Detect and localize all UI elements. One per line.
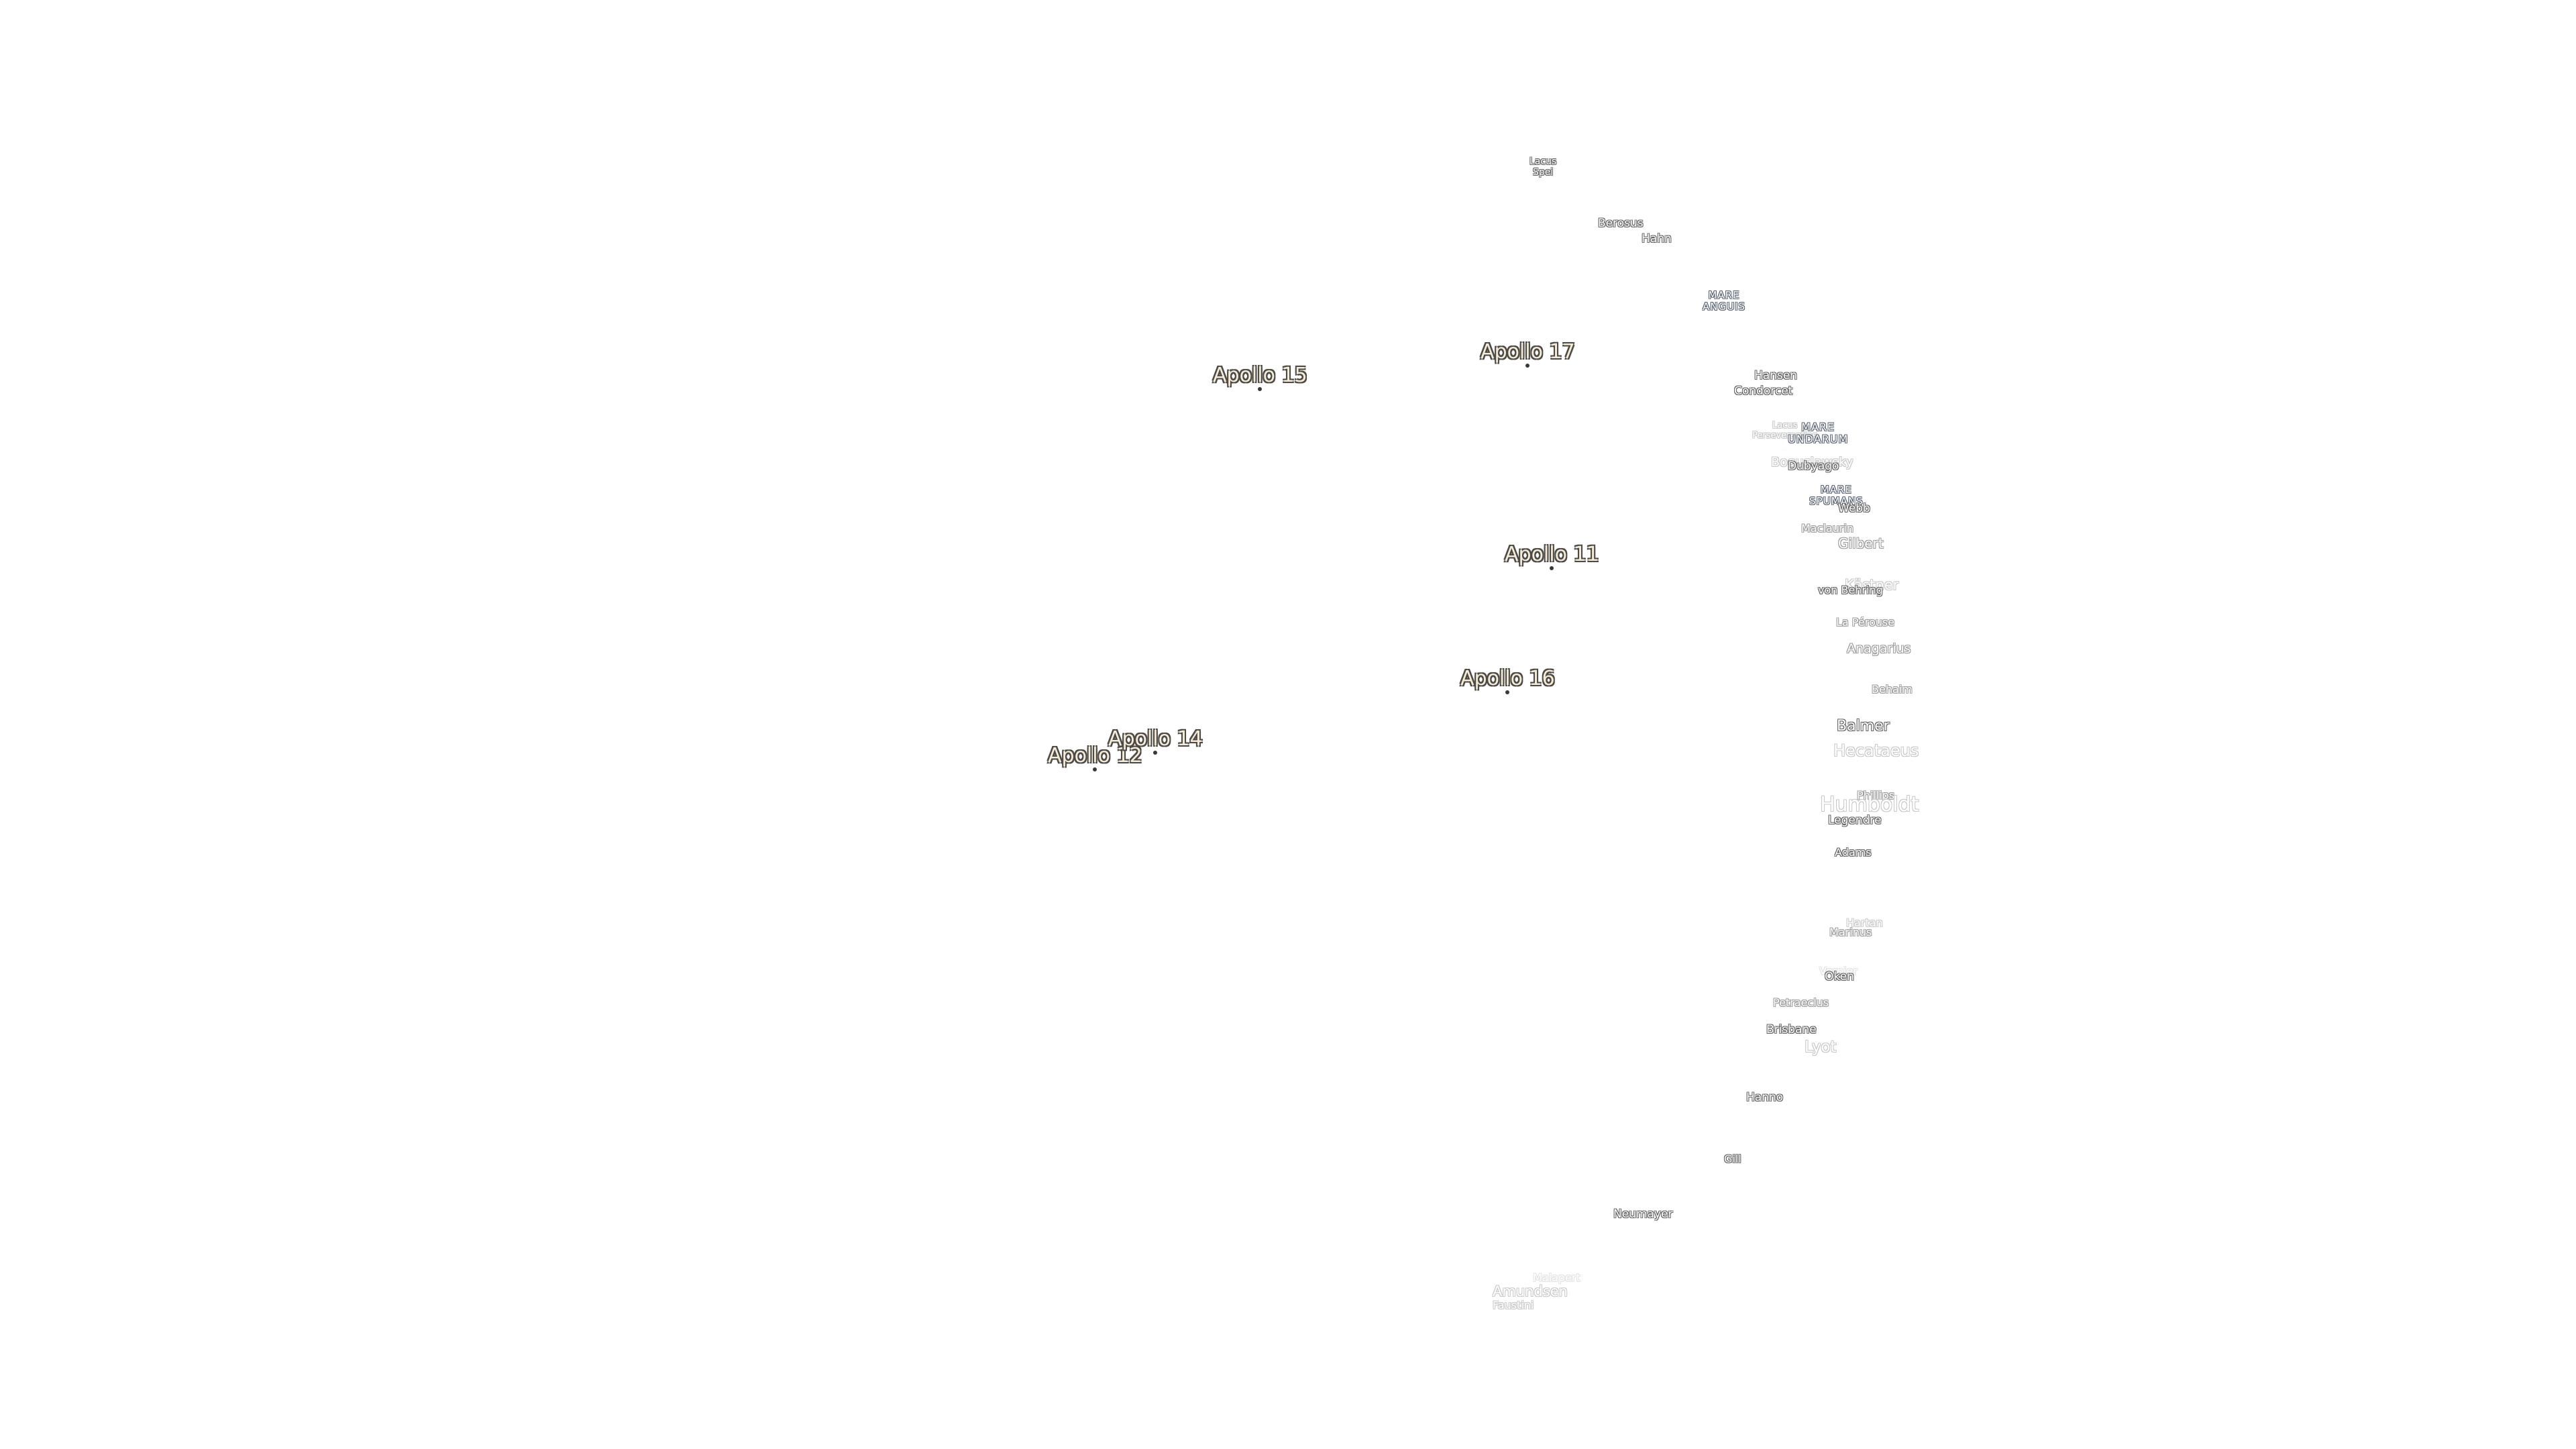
crater-la-perouse-label[interactable]: La Pérouse bbox=[1836, 616, 1895, 629]
crater-oken-label[interactable]: Oken bbox=[1825, 970, 1854, 983]
crater-phillips-label[interactable]: Phillips bbox=[1857, 789, 1895, 802]
crater-hanno-label[interactable]: Hanno bbox=[1746, 1091, 1784, 1104]
apollo-16-site-marker bbox=[1505, 690, 1510, 694]
crater-faustini-label[interactable]: Faustini bbox=[1493, 1299, 1534, 1311]
lacus-spei-line-2: Spei bbox=[1532, 167, 1554, 178]
crater-lyot-label[interactable]: Lyot bbox=[1805, 1038, 1837, 1056]
mare-spumans-line-1: MARE bbox=[1820, 484, 1852, 496]
mare-undarum-line-1: MARE bbox=[1801, 421, 1835, 433]
apollo-17-site-marker bbox=[1525, 364, 1530, 368]
crater-humboldt-label[interactable]: Humboldt bbox=[1820, 793, 1919, 816]
crater-webb-label[interactable]: Webb bbox=[1838, 502, 1870, 515]
crater-marinus-label[interactable]: Marinus bbox=[1829, 926, 1872, 938]
mare-anguis-line-1: MARE bbox=[1708, 289, 1740, 301]
apollo-14-site-marker bbox=[1153, 751, 1158, 755]
crater-von-behring-label[interactable]: von Behring bbox=[1818, 584, 1883, 596]
crater-hansen-label[interactable]: Hansen bbox=[1754, 369, 1798, 382]
apollo-15-text: Apollo 15 bbox=[1213, 364, 1307, 387]
apollo-11-site-marker bbox=[1550, 566, 1554, 570]
apollo-11-text: Apollo 11 bbox=[1505, 543, 1599, 566]
apollo-17-label[interactable]: Apollo 17 bbox=[1481, 340, 1575, 368]
crater-hecataeus-label[interactable]: Hecataeus bbox=[1833, 741, 1919, 760]
apollo-17-text: Apollo 17 bbox=[1481, 340, 1575, 364]
apollo-14-label[interactable]: Apollo 14 bbox=[1108, 727, 1203, 755]
apollo-15-site-marker bbox=[1258, 387, 1263, 391]
crater-hahn-label[interactable]: Hahn bbox=[1642, 232, 1672, 246]
mare-spumans-line-2: SPUMANS bbox=[1809, 495, 1864, 508]
lacus-perseverantiae-line-2: Perseverantiae bbox=[1752, 430, 1818, 441]
mare-undarum-label[interactable]: MARE UNDARUM bbox=[1788, 421, 1848, 446]
crater-dubyago-label[interactable]: Dubyago bbox=[1788, 460, 1839, 473]
crater-balmer-label[interactable]: Balmer bbox=[1837, 718, 1890, 735]
apollo-12-text: Apollo 12 bbox=[1048, 744, 1142, 767]
mare-undarum-line-2: UNDARUM bbox=[1788, 433, 1849, 446]
lacus-spei-label[interactable]: Lacus Spei bbox=[1529, 156, 1556, 178]
crater-hartan-label[interactable]: Hartan bbox=[1846, 916, 1883, 929]
crater-gilbert-label[interactable]: Gilbert bbox=[1838, 535, 1884, 551]
crater-maclaurin-label[interactable]: Maclaurin bbox=[1801, 522, 1854, 535]
crater-condorcet-label[interactable]: Condorcet bbox=[1734, 384, 1793, 398]
crater-anagarius-label[interactable]: Anagarius bbox=[1847, 641, 1911, 656]
crater-berosus-label[interactable]: Berosus bbox=[1598, 217, 1644, 230]
mare-spumans-label[interactable]: MARE SPUMANS bbox=[1809, 484, 1864, 508]
mare-anguis-label[interactable]: MARE ANGUIS bbox=[1703, 289, 1746, 313]
apollo-12-label[interactable]: Apollo 12 bbox=[1048, 744, 1142, 771]
crater-brisbane-label[interactable]: Brisbane bbox=[1766, 1023, 1817, 1036]
crater-vernier-label[interactable]: Vernier bbox=[1819, 965, 1858, 977]
crater-gill-label[interactable]: Gill bbox=[1724, 1152, 1741, 1165]
lacus-perseverantiae-line-1: Lacus bbox=[1772, 421, 1798, 431]
crater-boguslawsky-label[interactable]: Boguslawsky bbox=[1771, 455, 1854, 470]
crater-legendre-label[interactable]: Legendre bbox=[1828, 814, 1882, 827]
crater-malapert-label[interactable]: Malapert bbox=[1533, 1271, 1580, 1284]
crater-behaim-label[interactable]: Behaim bbox=[1872, 683, 1913, 696]
apollo-16-text: Apollo 16 bbox=[1460, 667, 1555, 690]
apollo-15-label[interactable]: Apollo 15 bbox=[1213, 364, 1307, 391]
apollo-14-text: Apollo 14 bbox=[1108, 727, 1203, 751]
crater-neumayer-label[interactable]: Neumayer bbox=[1613, 1208, 1673, 1221]
apollo-11-label[interactable]: Apollo 11 bbox=[1505, 543, 1599, 570]
lacus-perseverantiae-label[interactable]: Lacus Perseverantiae bbox=[1752, 421, 1817, 441]
mare-anguis-line-2: ANGUIS bbox=[1703, 301, 1746, 313]
apollo-16-label[interactable]: Apollo 16 bbox=[1460, 667, 1555, 694]
apollo-12-site-marker bbox=[1093, 767, 1097, 771]
crater-amundsen-label[interactable]: Amundsen bbox=[1493, 1283, 1568, 1299]
crater-petraeclus-label[interactable]: Petraeclus bbox=[1773, 996, 1829, 1009]
crater-kastner-label[interactable]: Kästner bbox=[1845, 577, 1899, 593]
lacus-spei-line-1: Lacus bbox=[1529, 156, 1557, 167]
crater-adams-label[interactable]: Adams bbox=[1835, 846, 1872, 859]
